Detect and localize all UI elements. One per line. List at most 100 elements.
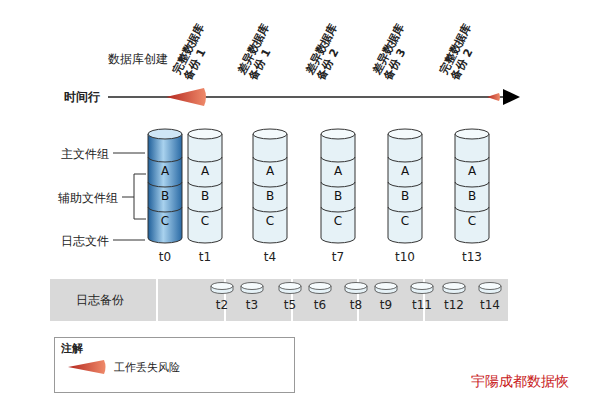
cylinder-shape — [252, 126, 288, 246]
cylinder-segment — [321, 157, 355, 162]
disk-top — [479, 283, 501, 290]
time-label: t10 — [377, 250, 433, 264]
cylinder-body — [321, 134, 355, 243]
band-label: 日志备份 — [76, 292, 124, 309]
legend-box — [55, 338, 295, 393]
disk-top — [241, 283, 263, 290]
bracket — [134, 174, 146, 219]
log-backup-disk: t6 — [307, 281, 333, 317]
cylinder-segment — [188, 207, 222, 212]
database-cylinder: ABCt10 — [387, 126, 423, 268]
time-label: t0 — [137, 250, 193, 264]
cylinder-shape — [187, 126, 223, 246]
disk-shape — [373, 281, 399, 295]
cylinder-body — [388, 134, 422, 243]
time-label: t13 — [444, 250, 500, 264]
disk-shape — [209, 281, 235, 295]
backup-event-label: 完整数据库 备份 1 — [171, 18, 221, 82]
time-label: t14 — [469, 298, 511, 312]
time-label: t4 — [242, 250, 298, 264]
cylinder-segment — [321, 182, 355, 187]
timeline-arrowhead — [503, 89, 520, 105]
time-label: t6 — [299, 298, 341, 312]
log-band-ground — [50, 279, 508, 321]
segment-letter: A — [187, 164, 223, 178]
cylinder-segment — [388, 157, 422, 162]
disk-top — [309, 283, 331, 290]
database-cylinder: ABCt7 — [320, 126, 356, 268]
cylinder-segment — [188, 182, 222, 187]
leader-line — [122, 197, 134, 198]
segment-letter: C — [187, 214, 223, 228]
time-label: t9 — [365, 298, 407, 312]
log-backup-disk: t9 — [373, 281, 399, 317]
segment-letter: C — [252, 214, 288, 228]
segment-letter: A — [147, 164, 183, 178]
segment-letter: C — [147, 214, 183, 228]
cylinder-segment — [455, 182, 489, 187]
cylinder-body — [253, 134, 287, 243]
segment-letter: C — [454, 214, 490, 228]
backup-event-label: 差异数据库 备份 2 — [304, 18, 354, 82]
cylinder-shape — [320, 126, 356, 246]
cylinder-segment — [455, 207, 489, 212]
file-group-label: 日志文件 — [61, 233, 109, 250]
watermark: 宇陽成都数据恢 — [471, 373, 569, 391]
cylinder-segment — [148, 157, 182, 162]
disk-shape — [277, 281, 303, 295]
leader-line — [113, 153, 145, 154]
cylinder-top — [455, 129, 489, 139]
file-group-label: 辅助文件组 — [58, 190, 118, 207]
cylinder-segment — [321, 207, 355, 212]
log-backup-disk: t8 — [343, 281, 369, 317]
legend-risk-wedge — [68, 360, 106, 374]
segment-letter: B — [147, 189, 183, 203]
log-backup-disk: t2 — [209, 281, 235, 317]
cylinder-segment — [388, 182, 422, 187]
cylinder-segment — [148, 207, 182, 212]
backup-event-label: 完整数据库 备份 2 — [438, 18, 488, 82]
log-backup-disk: t3 — [239, 281, 265, 317]
risk-wedge — [487, 93, 500, 101]
segment-letter: A — [454, 164, 490, 178]
disk-top — [345, 283, 367, 290]
cylinder-top — [253, 129, 287, 139]
disk-top — [279, 283, 301, 290]
creation-label: 数据库创建 — [108, 51, 168, 68]
file-group-label: 主文件组 — [61, 146, 109, 163]
database-cylinder: ABCt13 — [454, 126, 490, 268]
segment-letter: A — [387, 164, 423, 178]
time-label: t1 — [177, 250, 233, 264]
time-label: t5 — [269, 298, 311, 312]
cylinder-segment — [455, 157, 489, 162]
timeline-label: 时间行 — [64, 89, 100, 106]
cylinder-top — [388, 129, 422, 139]
time-label: t2 — [201, 298, 243, 312]
legend-heading: 注解 — [61, 341, 83, 356]
disk-shape — [477, 281, 503, 295]
leader-line — [113, 240, 145, 241]
database-cylinder: ABCt4 — [252, 126, 288, 268]
backup-event-label: 差异数据库 备份 1 — [236, 18, 286, 82]
cylinder-segment — [253, 157, 287, 162]
legend-text: 工作丢失风险 — [114, 360, 180, 375]
time-label: t3 — [231, 298, 273, 312]
log-backup-disk: t11 — [409, 281, 435, 317]
risk-wedge — [166, 88, 206, 106]
segment-letter: B — [387, 189, 423, 203]
cylinder-segment — [188, 157, 222, 162]
disk-shape — [307, 281, 333, 295]
disk-top — [411, 283, 433, 290]
segment-letter: B — [454, 189, 490, 203]
cylinder-top — [188, 129, 222, 139]
time-label: t12 — [433, 298, 475, 312]
time-label: t7 — [310, 250, 366, 264]
cylinder-shape — [454, 126, 490, 246]
cylinder-shape — [387, 126, 423, 246]
disk-shape — [343, 281, 369, 295]
band-separator — [156, 279, 158, 321]
disk-shape — [239, 281, 265, 295]
cylinder-segment — [253, 182, 287, 187]
cylinder-top — [321, 129, 355, 139]
segment-letter: C — [387, 214, 423, 228]
